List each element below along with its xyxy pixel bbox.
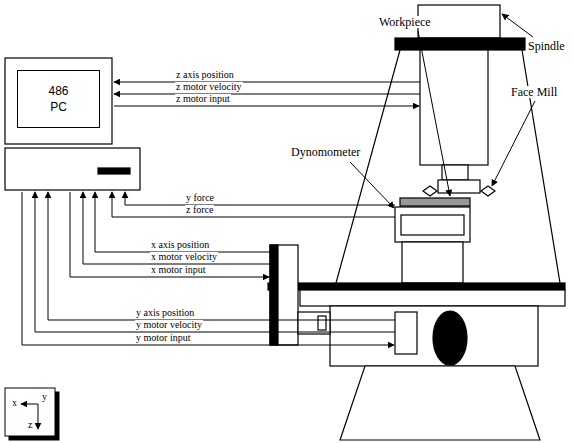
icon-frame: [5, 388, 55, 436]
monitor-frame: [5, 58, 112, 144]
leader-line: [350, 14, 535, 208]
dynamometer: [395, 207, 470, 242]
signal-name: y motor input: [135, 333, 191, 343]
signal-name: y motor velocity: [135, 320, 203, 330]
leader-line: [492, 101, 535, 186]
signal-wire: [114, 94, 420, 95]
axis-letter: y: [41, 392, 48, 402]
signal-name: z motor velocity: [175, 82, 243, 92]
spindle-body: [420, 50, 488, 165]
signal-wire: [114, 82, 420, 83]
signal-name: y force: [185, 193, 215, 203]
signal-wire: [95, 192, 270, 252]
callout-label: Workpiece: [378, 16, 432, 28]
dynamometer-inner: [401, 215, 464, 235]
signal-wire: [22, 192, 394, 345]
callout-label: Face Mill: [510, 86, 558, 98]
leader-line: [502, 14, 533, 37]
machine-base: [340, 366, 540, 440]
callout-label: Dynomometer: [290, 146, 361, 158]
axis-letter: x: [11, 398, 18, 408]
dynamometer-mount: [402, 242, 463, 283]
spindle-flange: [395, 38, 525, 50]
leader-line: [418, 31, 450, 196]
axis-letter: z: [27, 420, 33, 430]
workpiece: [400, 198, 470, 206]
signal-wire: [112, 192, 395, 217]
cutter-insert: [423, 186, 495, 196]
signal-name: y axis position: [135, 308, 195, 318]
knee: [330, 306, 538, 366]
signal-name: x motor input: [150, 265, 206, 275]
x-motor-end: [318, 316, 326, 330]
signal-name: x axis position: [150, 240, 210, 250]
signal-name: z force: [185, 205, 214, 215]
signal-name: z axis position: [175, 70, 235, 80]
signal-wire: [48, 192, 395, 320]
axis-icon: [5, 388, 59, 440]
face-mill-body: [438, 180, 480, 193]
signal-wire: [114, 106, 419, 107]
screen-text: 486 PC: [44, 83, 74, 115]
z-axis-arrow: [38, 404, 39, 429]
x-motor-plate: [270, 245, 278, 345]
signal-name: z motor input: [175, 94, 231, 104]
signal-name: x motor velocity: [150, 252, 218, 262]
leader-line: [350, 162, 394, 208]
table: [300, 290, 565, 306]
disk-slot: [98, 168, 130, 174]
callout-label: Spindle: [527, 40, 566, 52]
computer-base: [5, 148, 140, 190]
knee-crank: [433, 311, 467, 365]
computer-screen: 486 PC: [17, 70, 100, 128]
x-motor-can: [298, 312, 330, 334]
signal-wire: [35, 192, 395, 332]
signal-wire: [125, 192, 395, 205]
signal-wire: [83, 192, 270, 264]
x-axis-arrow: [21, 404, 38, 405]
machine-frame: [336, 50, 560, 283]
y-motor: [395, 312, 417, 354]
signal-wire: [70, 192, 269, 277]
computer: [5, 58, 140, 190]
table-top: [268, 283, 565, 290]
x-motor: [270, 245, 298, 345]
mill-machine: [268, 5, 565, 440]
